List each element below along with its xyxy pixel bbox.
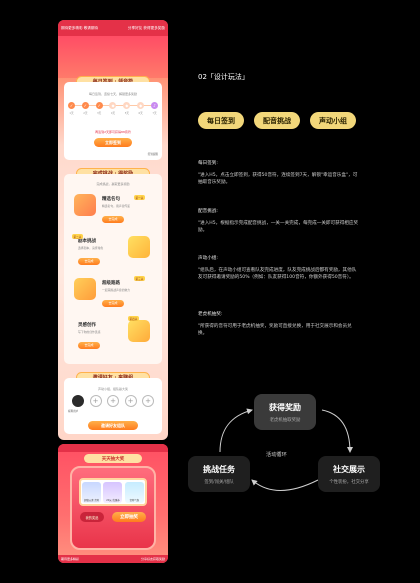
signin-button[interactable]: 立即签到: [94, 138, 132, 147]
loop-node-challenge: 挑战任务 签到/闯关/组队: [188, 456, 250, 492]
desc-signin: 每日签到: "进入H5，点击立即签到，获得50音符，连续签到7天，解锁"幸运音乐…: [198, 161, 358, 185]
lottery-title: 天天抽大奖: [84, 454, 142, 463]
signin-day[interactable]: ◆6天: [137, 102, 145, 115]
task-start-button[interactable]: 去完成: [102, 216, 124, 223]
my-prizes-button[interactable]: 我的奖品: [80, 512, 104, 522]
slot-actions: 我的奖品 立即抽奖: [80, 512, 146, 522]
bottombar-left-text: 期待更多精彩: [61, 557, 80, 561]
slot-machine: 超级元素 音符 20元 优惠券 音符气泡 我的奖品 立即抽奖: [70, 466, 156, 550]
signin-reminder-toggle[interactable]: 签到提醒: [147, 153, 158, 156]
signin-day[interactable]: ✓1天: [68, 102, 75, 115]
phone-mockup: 期待更多精彩 敬请期待 分享好友 获得更多奖励 每日签到 · 领音符 每日签到，…: [58, 20, 168, 563]
team-slots: + + + +: [72, 395, 154, 407]
add-friend-icon[interactable]: +: [89, 395, 102, 407]
hero-banner: [58, 36, 168, 78]
add-friend-icon[interactable]: +: [124, 395, 137, 407]
avatar: [72, 395, 84, 407]
check-icon: ✓: [95, 102, 103, 109]
signin-day[interactable]: ✓3天: [95, 102, 103, 115]
desc-slot: 老虎机抽奖: "所获得的音符可用于老虎机抽奖，奖励可直接兑换，用于社交展示和会员…: [198, 312, 352, 336]
member-name: 昵称用户: [68, 410, 79, 413]
signin-day[interactable]: ✓2天: [81, 102, 89, 115]
invite-subtitle: 声动小组，组队赢大奖: [97, 387, 128, 391]
pill-daily-signin: 每日签到: [198, 112, 244, 129]
section-heading: 02「设计玩法」: [198, 73, 249, 81]
challenge-subtitle: 完成挑战，赢取更多奖励: [96, 182, 130, 186]
signin-days: ✓1天 ✓2天 ✓3天 ◆4天 ◆5天 ◆6天 ♪7天: [68, 102, 158, 122]
invite-button[interactable]: 邀请好友组队: [88, 421, 138, 430]
challenge-task: 超级路路 一起来挑战声音的魅力 去完成 第三关: [70, 276, 156, 316]
signin-day[interactable]: ♪7天: [150, 102, 158, 115]
signin-note: 再签到2天即可获得88音符: [95, 130, 131, 134]
music-box-icon: ♪: [150, 102, 158, 109]
invite-card: 声动小组，组队赢大奖 + + + + 昵称用户 邀请好友组队: [64, 378, 162, 434]
signin-card: 每日签到，连续七天，解锁更多奖励 ✓1天 ✓2天 ✓3天 ◆4天 ◆5天 ◆6天…: [64, 82, 162, 160]
lottery-page: 天天抽大奖 超级元素 音符 20元 优惠券 音符气泡 我的奖品 立即抽奖 期待更…: [58, 444, 168, 563]
phone-music-icon: [74, 194, 96, 216]
draw-now-button[interactable]: 立即抽奖: [112, 512, 146, 522]
loop-node-social: 社交展示 个性装扮，社交分享: [318, 456, 380, 492]
desc-challenge: 配音挑战: "进入H5，根据指示完成配音挑战，一关一关完成，每完成一关即可获得相…: [198, 209, 359, 233]
pencil-note-icon: [128, 320, 150, 342]
challenge-task: 精选名句 精选名句，用声音传递 去完成 第一关: [70, 192, 156, 232]
challenge-task: 灵感创作 写下你的创作灵感 去完成 第四关: [70, 316, 156, 358]
desc-group: 声动小组: "组队后，在声动小组可查看队友完成进度，队友完成挑战后都有奖励，其他…: [198, 256, 357, 280]
gift-icon: ◆: [137, 102, 145, 109]
add-friend-icon[interactable]: +: [107, 395, 119, 407]
check-icon: ✓: [68, 102, 75, 109]
dog-mascot-icon: [74, 278, 96, 300]
topbar-left-text: 期待更多精彩 敬请期待: [61, 25, 99, 30]
challenge-card: 完成挑战，赢取更多奖励 精选名句 精选名句，用声音传递 去完成 第一关 剧本挑战…: [64, 174, 162, 364]
event-page: 期待更多精彩 敬请期待 分享好友 获得更多奖励 每日签到 · 领音符 每日签到，…: [58, 20, 168, 440]
script-book-icon: [128, 236, 150, 258]
slot-reels: 超级元素 音符 20元 优惠券 音符气泡: [79, 478, 147, 506]
check-icon: ✓: [81, 102, 89, 109]
slot-reel: 超级元素 音符: [82, 481, 102, 503]
add-friend-icon[interactable]: +: [142, 395, 154, 407]
event-topbar: 期待更多精彩 敬请期待 分享好友 获得更多奖励: [58, 20, 168, 36]
signin-day[interactable]: ◆4天: [109, 102, 117, 115]
signin-day[interactable]: ◆5天: [123, 102, 131, 115]
arrow-top-to-right: [321, 409, 353, 453]
loop-center-label: 活动循环: [266, 452, 287, 458]
lottery-topbar: [58, 444, 168, 452]
pill-dubbing-challenge: 配音挑战: [254, 112, 300, 129]
slot-reel: 音符气泡: [124, 481, 144, 503]
gift-icon: ◆: [123, 102, 131, 109]
task-start-button[interactable]: 去完成: [78, 342, 100, 349]
challenge-task: 剧本挑战 选择剧本，演绎角色 去完成 第二关: [70, 234, 156, 274]
gameplay-pills: 每日签到 配音挑战 声动小组: [198, 112, 356, 129]
gift-icon: ◆: [109, 102, 117, 109]
task-start-button[interactable]: 去完成: [78, 258, 100, 265]
lottery-bottombar: 期待更多精彩 分享好友获取奖励: [58, 555, 168, 563]
signin-subtitle: 每日签到，连续七天，解锁更多奖励: [88, 92, 137, 96]
topbar-right-text: 分享好友 获得更多奖励: [127, 25, 165, 30]
loop-node-reward: 获得奖励 老虎机抽取奖励: [254, 394, 316, 430]
bottombar-right-text: 分享好友获取奖励: [140, 557, 165, 561]
slot-reel: 20元 优惠券: [103, 481, 123, 503]
task-start-button[interactable]: 去完成: [102, 300, 124, 307]
arrow-right-to-left: [251, 479, 319, 491]
pill-sound-group: 声动小组: [310, 112, 356, 129]
arrow-left-to-top: [219, 408, 253, 453]
